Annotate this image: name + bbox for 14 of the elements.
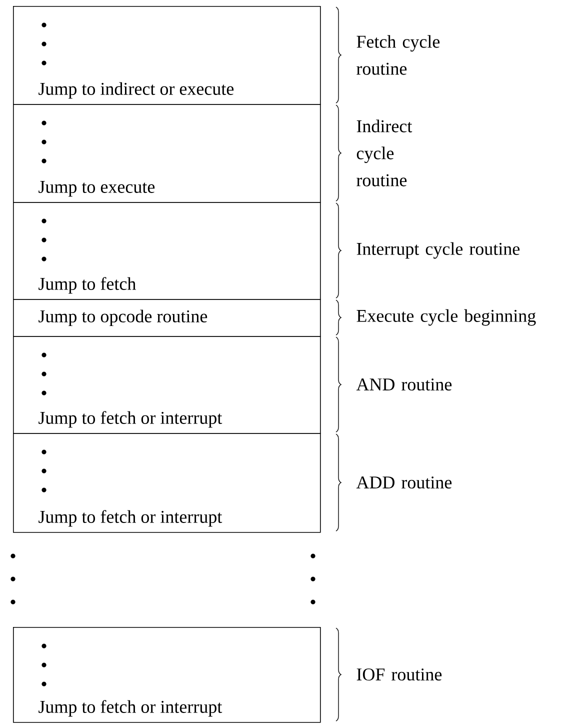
routine-box: Jump to fetch or interrupt xyxy=(13,336,321,434)
brace-label: ADD routine xyxy=(356,476,452,489)
routine-box: Jump to opcode routine xyxy=(13,299,321,337)
brace-label: Indirect cycle routine xyxy=(356,120,412,186)
brace-label: Fetch cycle routine xyxy=(356,35,440,75)
brace-label: Execute cycle beginning xyxy=(356,309,536,326)
routine-box: Jump to fetch xyxy=(13,202,321,300)
routine-box: Jump to indirect or execute xyxy=(13,6,321,105)
routine-box: Jump to execute xyxy=(13,104,321,203)
brace-label: Interrupt cycle routine xyxy=(356,242,520,259)
routine-box: Jump to fetch or interrupt xyxy=(13,627,321,723)
brace-label: AND routine xyxy=(356,378,452,391)
brace-label: IOF routine xyxy=(356,668,442,681)
routine-box: Jump to fetch or interrupt xyxy=(13,433,321,533)
